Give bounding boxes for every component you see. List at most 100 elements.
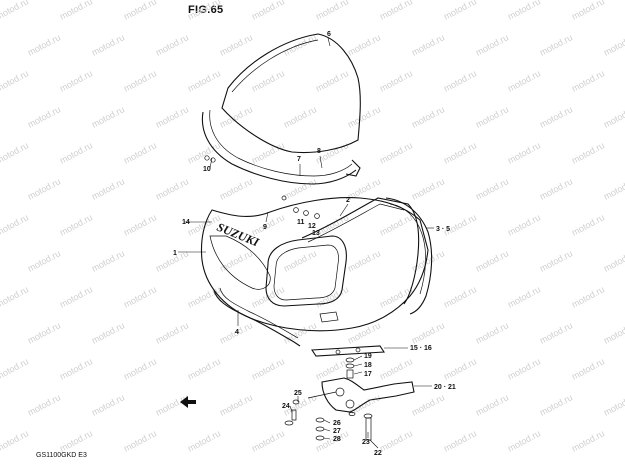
watermark-text: motod.ru (506, 140, 542, 166)
watermark-text: motod.ru (218, 248, 254, 274)
watermark-text: motod.ru (474, 104, 510, 130)
fairing-side-panel (209, 235, 271, 290)
watermark-text: motod.ru (186, 284, 222, 310)
watermark-text: motod.ru (90, 320, 126, 346)
callout-26: 26 (333, 420, 341, 427)
watermark-text: motod.ru (346, 248, 382, 274)
watermark-text: motod.ru (474, 176, 510, 202)
watermark-text: motod.ru (410, 320, 446, 346)
lower-molding-inner (219, 287, 299, 339)
watermark-text: motod.ru (250, 428, 286, 454)
watermark-text: motod.ru (0, 356, 30, 382)
callout-24: 24 (282, 403, 290, 410)
watermark-text: motod.ru (378, 0, 414, 22)
watermark-text: motod.ru (474, 248, 510, 274)
watermark-text: motod.ru (602, 104, 625, 130)
watermark-text: motod.ru (0, 212, 30, 238)
callout-11: 11 (297, 219, 305, 226)
watermark-text: motod.ru (282, 320, 318, 346)
watermark-text: motod.ru (122, 212, 158, 238)
watermark-text: motod.ru (442, 356, 478, 382)
watermark-text: motod.ru (250, 68, 286, 94)
callout-labels: 6 7 8 10 9 14 1 2 11 12 13 3 · 5 4 15 · … (173, 31, 456, 457)
mounting-brace (311, 345, 385, 357)
watermark-text: motod.ru (314, 0, 350, 22)
watermark-text: motod.ru (314, 284, 350, 310)
watermark-text: motod.ru (538, 176, 574, 202)
watermark-text: motod.ru (474, 320, 510, 346)
watermark-text: motod.ru (58, 212, 94, 238)
watermark-text: motod.ru (0, 140, 30, 166)
watermark-text: motod.ru (410, 32, 446, 58)
watermark-text: motod.ru (378, 428, 414, 454)
watermark-text: motod.ru (26, 176, 62, 202)
callout-20-21: 20 · 21 (434, 384, 456, 391)
watermark-text: motod.ru (410, 176, 446, 202)
watermark-text: motod.ru (346, 32, 382, 58)
windscreen-rim (231, 39, 319, 93)
fairing-edge-molding (385, 197, 433, 315)
watermark-text: motod.ru (442, 428, 478, 454)
callout-8: 8 (317, 148, 321, 155)
callout-7: 7 (297, 156, 301, 163)
callout-1: 1 (173, 250, 177, 257)
callout-13: 13 (312, 230, 320, 237)
watermark-text: motod.ru (570, 140, 606, 166)
watermark-text: motod.ru (378, 140, 414, 166)
watermark-text: motod.ru (58, 284, 94, 310)
molding-end-bracket (345, 159, 361, 177)
watermark-text: motod.ru (122, 68, 158, 94)
watermark-text: motod.ru (506, 68, 542, 94)
watermark-text: motod.ru (186, 0, 222, 22)
watermark-text: motod.ru (602, 320, 625, 346)
leader-lines (178, 37, 434, 449)
bracket-arm (307, 391, 337, 399)
watermark-text: motod.ru (26, 248, 62, 274)
watermark-text: motod.ru (570, 68, 606, 94)
callout-6: 6 (327, 31, 331, 38)
watermark-text: motod.ru (186, 356, 222, 382)
headlight-window (265, 235, 347, 307)
fairing-edge-molding-inner (389, 203, 426, 295)
watermark-text: motod.ru (314, 68, 350, 94)
watermark-text: motod.ru (122, 284, 158, 310)
watermark-text: motod.ru (602, 176, 625, 202)
watermark-text: motod.ru (410, 104, 446, 130)
watermark-text: motod.ru (602, 248, 625, 274)
watermark-text: motod.ru (538, 32, 574, 58)
watermark-text: motod.ru (218, 32, 254, 58)
watermark-text: motod.ru (538, 104, 574, 130)
watermark-text: motod.ru (90, 248, 126, 274)
watermark-text: motod.ru (218, 176, 254, 202)
watermark-text: motod.ru (58, 356, 94, 382)
callout-12: 12 (308, 223, 316, 230)
watermark-text: motod.ru (282, 248, 318, 274)
watermark-text: motod.ru (474, 392, 510, 418)
watermark-text: motod.ru (538, 320, 574, 346)
watermark-text: motod.ru (442, 284, 478, 310)
windscreen-molding (201, 111, 357, 185)
watermark-text: motod.ru (506, 356, 542, 382)
watermark-text: motod.ru (282, 104, 318, 130)
watermark-text: motod.ru (186, 428, 222, 454)
watermark-text: motod.ru (122, 0, 158, 22)
watermark-text: motod.ru (442, 68, 478, 94)
lower-bracket (321, 377, 415, 413)
headlight-trim (301, 197, 420, 305)
suzuki-emblem: SUZUKI (215, 220, 262, 250)
callout-22: 22 (374, 450, 382, 457)
watermark-text: motod.ru (346, 392, 382, 418)
watermark-text: motod.ru (218, 104, 254, 130)
front-direction-arrow (180, 396, 196, 408)
clip-hardware (204, 155, 320, 219)
callout-10: 10 (203, 166, 211, 173)
watermark-text: motod.ru (442, 140, 478, 166)
watermark-text: motod.ru (250, 356, 286, 382)
headlight-trim-inner (307, 203, 405, 243)
watermark-text: motod.ru (538, 248, 574, 274)
watermark-text: motod.ru (506, 0, 542, 22)
fairing-vent-slot (319, 311, 339, 323)
watermark-text: motod.ru (506, 428, 542, 454)
watermark-text: motod.ru (0, 0, 30, 22)
figure-title: FIG.65 (188, 4, 224, 16)
